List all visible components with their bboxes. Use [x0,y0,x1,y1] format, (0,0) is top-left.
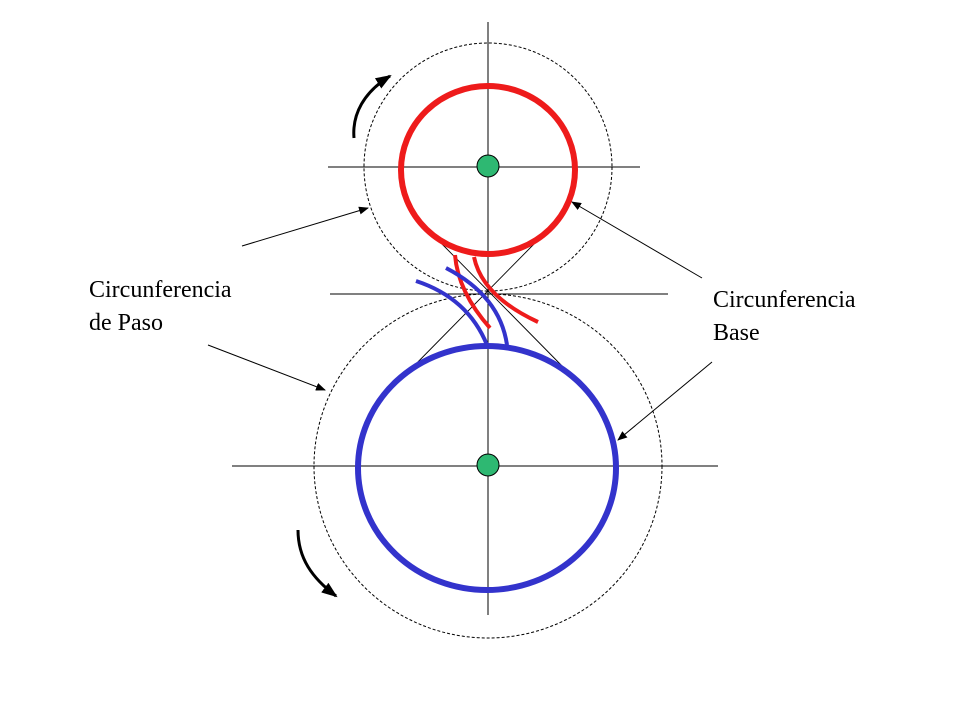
base-circle-label: Circunferencia Base [713,284,856,350]
driven-pitch-circle [313,293,663,639]
base-callout-arrow-bottom [617,361,713,441]
pitch-callout-arrow-bottom [207,344,326,391]
base-callout-arrow-top [571,201,703,279]
driven-gear-center [476,453,500,477]
driver-tooth-profile-1 [453,254,492,330]
pitch-circle-label-line1: Circunferencia [89,277,232,303]
curved-arrow-counterclockwise-icon [296,529,338,598]
driver-base-circle [398,83,578,257]
pitch-circle-label-line2: de Paso [89,310,163,336]
driver-pitch-circle [363,42,613,292]
base-circle-label-line1: Circunferencia [713,287,856,313]
driver-gear-center [476,154,500,178]
driver-tooth-profile-2 [472,256,539,324]
curved-arrow-clockwise-icon [352,74,392,139]
pitch-circle-label: Circunferencia de Paso [89,274,232,340]
driven-tooth-profile-2 [445,266,509,346]
driven-base-circle [355,343,619,593]
driven-tooth-profile-1 [415,279,489,346]
base-circle-label-line2: Base [713,320,760,346]
line-of-action-2 [441,243,567,371]
pitch-callout-arrow-top [241,206,369,247]
